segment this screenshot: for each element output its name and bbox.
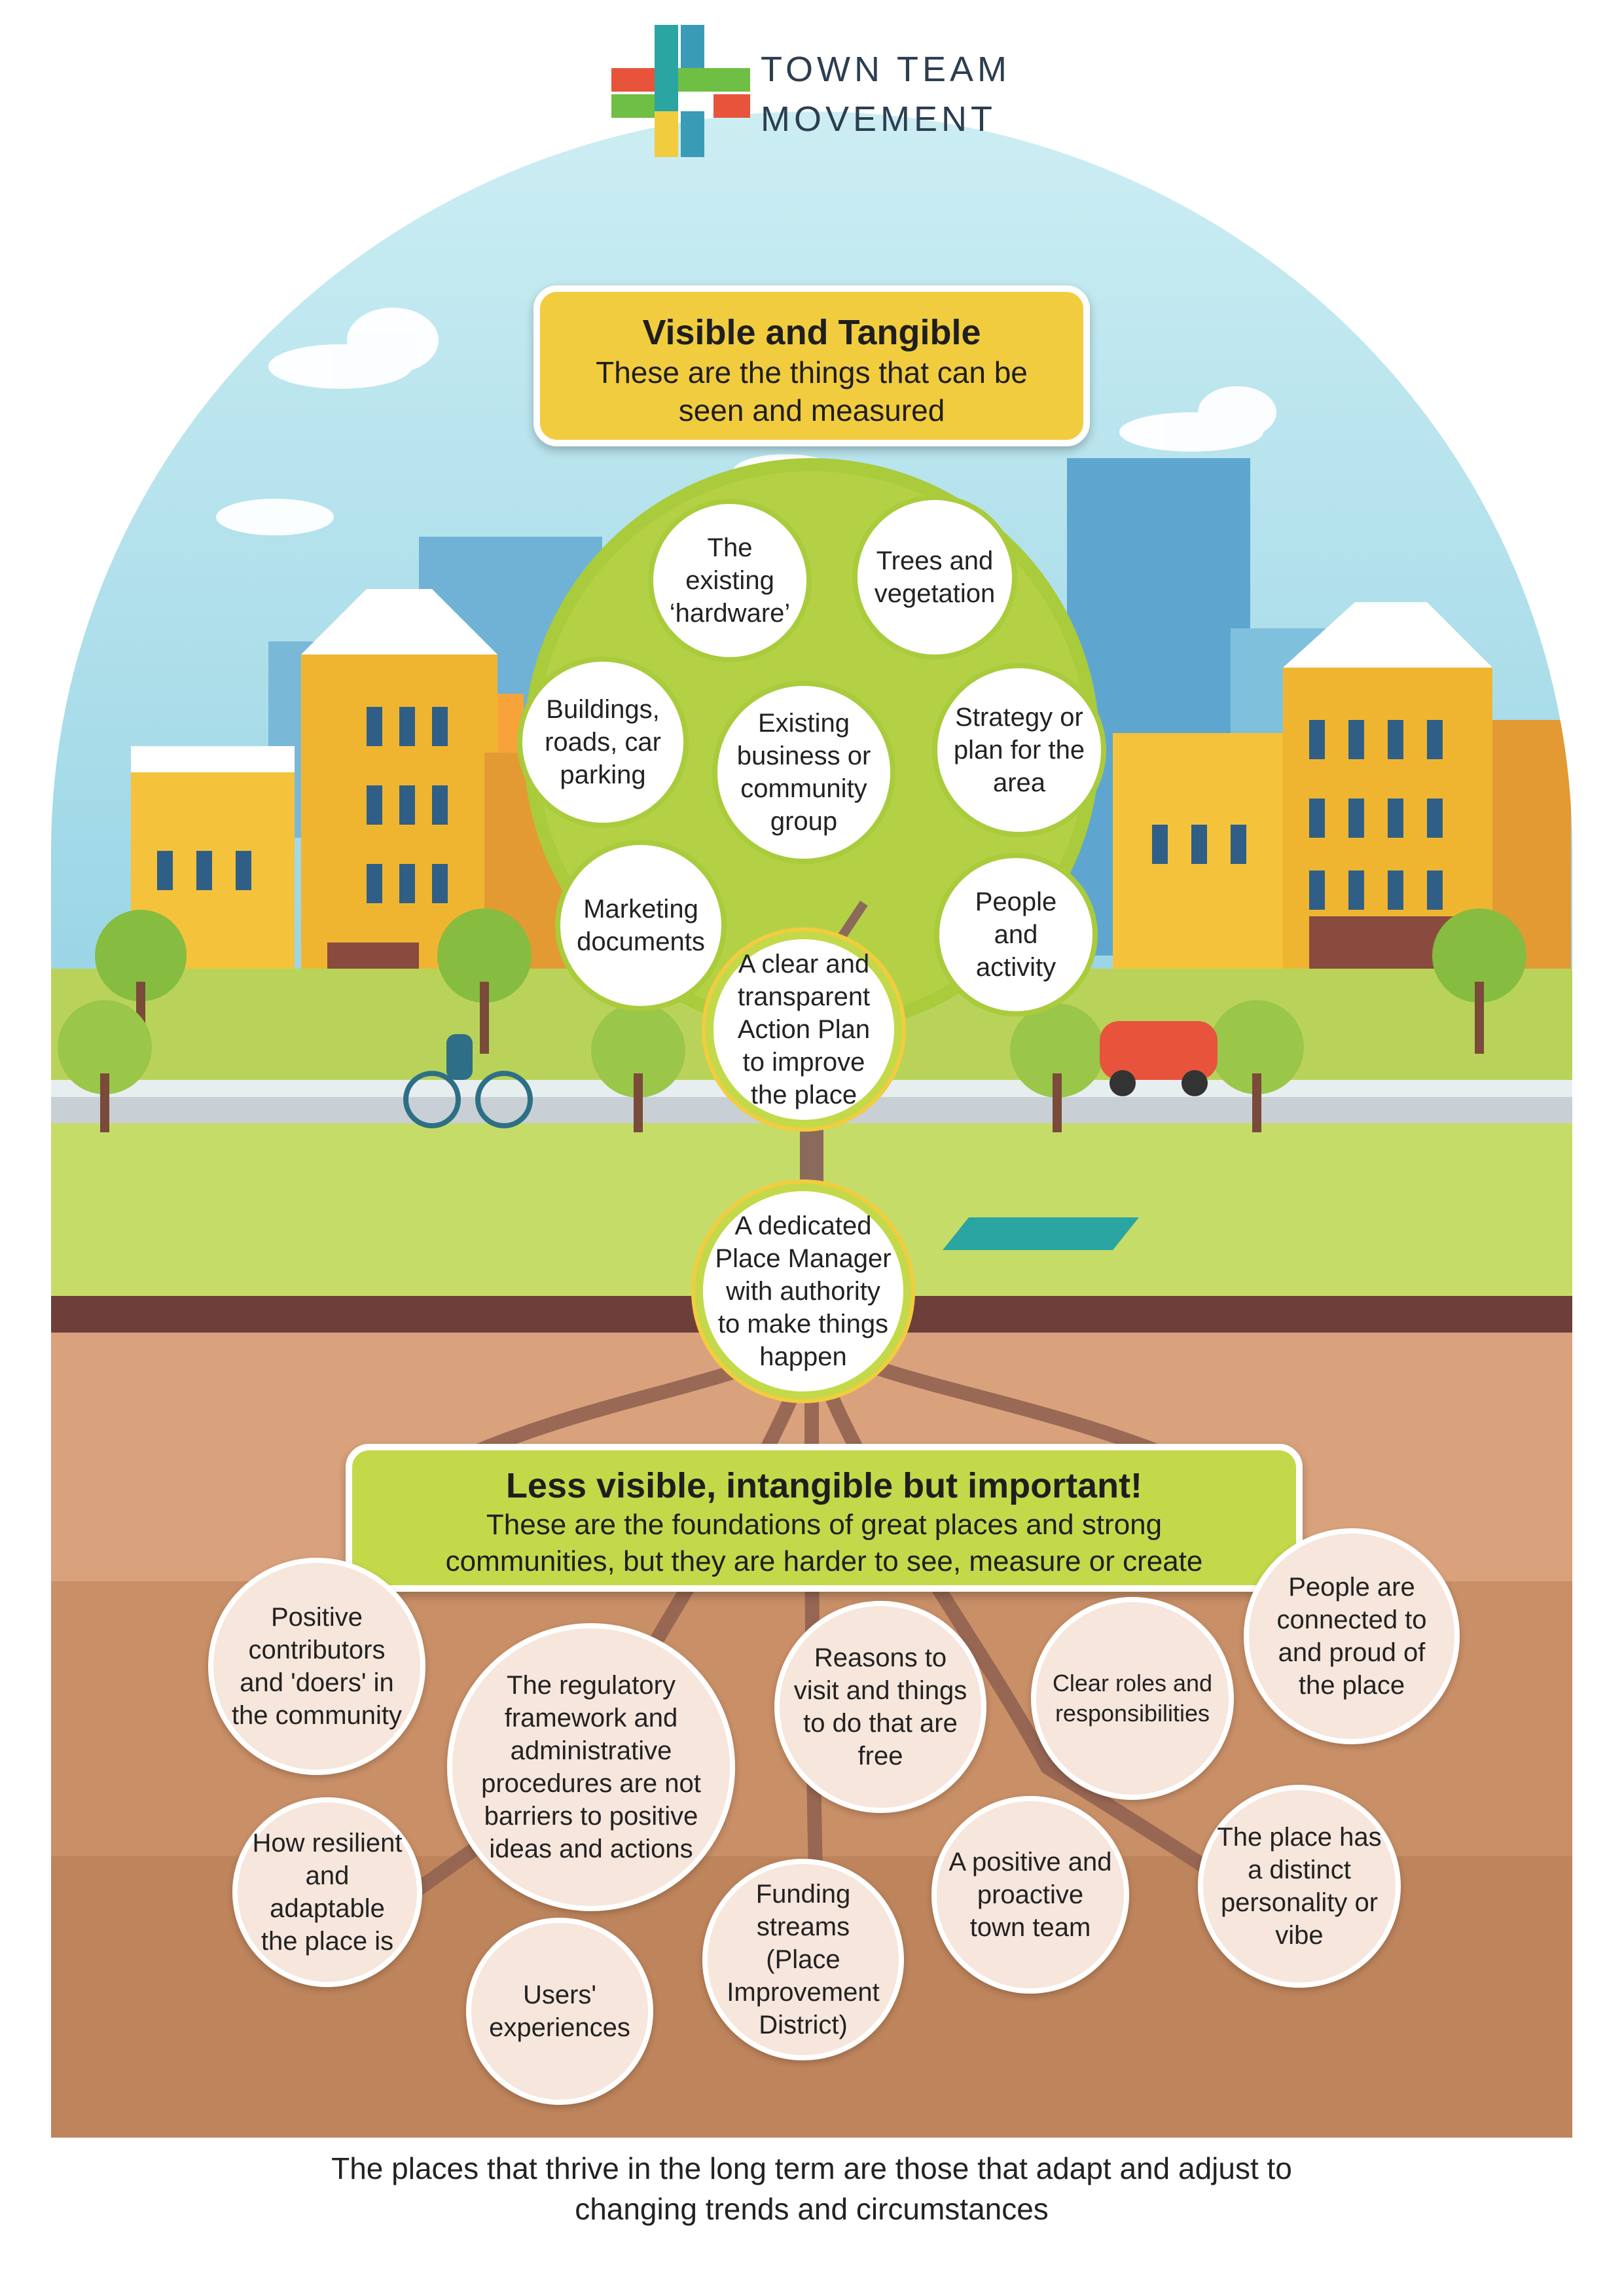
bubble-regulatory-framework: The regulatory framework and administrat…: [447, 1623, 735, 1911]
bubble-place-manager: A dedicated Place Manager with authority…: [695, 1183, 911, 1399]
bubble-label: A clear and transparent Action Plan to i…: [737, 950, 871, 1109]
bubble-label: A dedicated Place Manager with authority…: [715, 1211, 892, 1371]
bubble-clear-roles: Clear roles and responsibilities: [1031, 1597, 1234, 1800]
logo-cross-icon: [611, 25, 750, 157]
bubble-funding-streams: Funding streams (Place Improvement Distr…: [702, 1859, 904, 2060]
bubble-label: Reasons to visit and things to do that a…: [793, 1643, 967, 1770]
intangible-subtitle-2: communities, but they are harder to see,…: [445, 1545, 1203, 1577]
footer-line-2: changing trends and circumstances: [575, 2192, 1049, 2226]
intangible-title: Less visible, intangible but important!: [505, 1466, 1143, 1505]
bubble-label: Existing business or community group: [736, 709, 871, 836]
visible-subtitle-1: These are the things that can be: [596, 355, 1028, 389]
logo-line-2: MOVEMENT: [761, 99, 997, 139]
footer-statement: The places that thrive in the long term …: [131, 2148, 1492, 2229]
bubble-label: Strategy or plan for the area: [953, 703, 1085, 797]
bubble-existing-hardware: The existing ‘hardware’: [648, 499, 812, 662]
intangible-subtitle-1: These are the foundations of great place…: [486, 1509, 1163, 1541]
logo-line-1: TOWN TEAM: [761, 50, 1011, 89]
bubble-positive-town-team: A positive and proactive town team: [931, 1796, 1129, 1994]
bubble-label: The existing ‘hardware’: [669, 533, 791, 628]
bubble-label: A positive and proactive town team: [948, 1848, 1112, 1942]
bubble-label: Users' experiences: [489, 1981, 630, 2042]
bubble-marketing-documents: Marketing documents: [555, 840, 727, 1011]
bubble-distinct-personality: The place has a distinct personality or …: [1198, 1785, 1401, 1988]
bubble-buildings-roads: Buildings, roads, car parking: [517, 656, 689, 828]
bubble-people-connected: People are connected to and proud of the…: [1244, 1528, 1460, 1744]
bubble-action-plan: A clear and transparent Action Plan to i…: [706, 931, 902, 1128]
visible-title: Visible and Tangible: [642, 313, 981, 352]
bubble-trees-vegetation: Trees and vegetation: [852, 495, 1017, 660]
intangible-banner: Less visible, intangible but important! …: [346, 1444, 1303, 1592]
bubble-label: Buildings, roads, car parking: [545, 695, 661, 789]
bubble-label: Trees and vegetation: [874, 547, 996, 608]
visible-banner: Visible and Tangible These are the thing…: [533, 285, 1090, 446]
bubble-label: People and activity: [975, 888, 1057, 982]
bubble-label: The place has a distinct personality or …: [1217, 1823, 1382, 1950]
bubble-label: Marketing documents: [577, 895, 705, 956]
bubble-people-activity: People and activity: [934, 853, 1098, 1016]
bubble-resilient-adaptable: How resilient and adaptable the place is: [232, 1797, 422, 1987]
bubble-label: Clear roles and responsibilities: [1052, 1670, 1213, 1727]
bubble-positive-contributors: Positive contributors and 'doers' in the…: [208, 1558, 425, 1775]
bubble-strategy-plan: Strategy or plan for the area: [932, 663, 1106, 837]
bubble-label: Positive contributors and 'doers' in the…: [231, 1603, 403, 1730]
bubble-users-experiences: Users' experiences: [466, 1918, 653, 2105]
bubble-label: How resilient and adaptable the place is: [252, 1829, 403, 1956]
bubble-label: Funding streams (Place Improvement Distr…: [727, 1880, 880, 2039]
bubble-label: The regulatory framework and administrat…: [481, 1671, 701, 1863]
visible-subtitle-2: seen and measured: [678, 393, 945, 427]
bubble-label: People are connected to and proud of the…: [1276, 1573, 1427, 1700]
bubble-reasons-to-visit: Reasons to visit and things to do that a…: [774, 1601, 986, 1813]
footer-line-1: The places that thrive in the long term …: [331, 2151, 1292, 2185]
bubble-existing-business: Existing business or community group: [712, 681, 895, 864]
logo-text: TOWN TEAM MOVEMENT: [761, 45, 1011, 144]
